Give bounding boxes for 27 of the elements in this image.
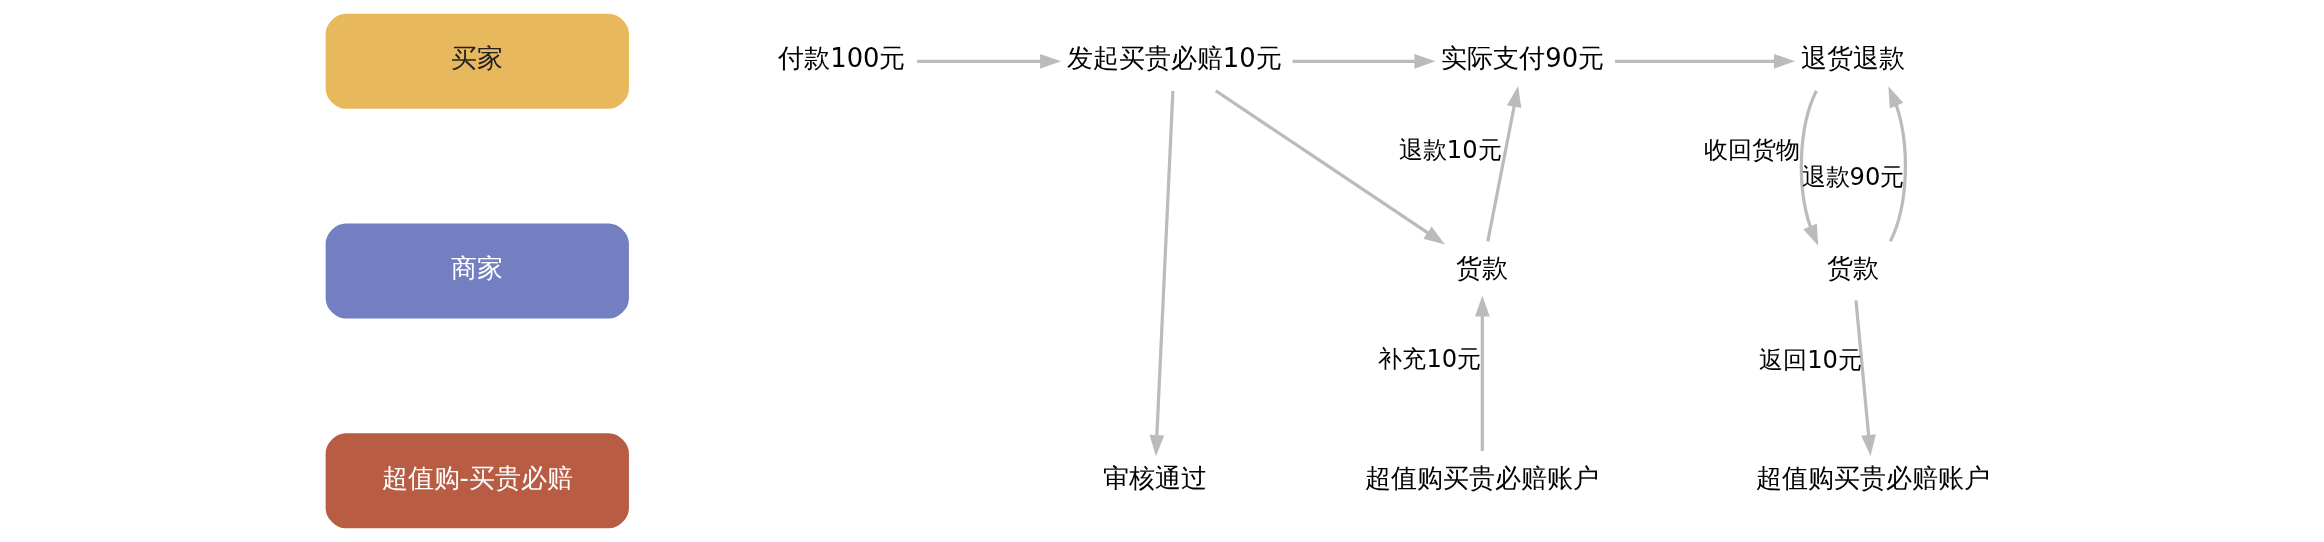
arrow bbox=[1799, 90, 1818, 246]
node-text: 退货退款 bbox=[1800, 43, 1905, 74]
arrow bbox=[1149, 90, 1174, 457]
node-text: 实际支付90元 bbox=[1440, 43, 1604, 74]
node-text: 货款 bbox=[1455, 253, 1508, 284]
arrow bbox=[1887, 86, 1907, 242]
node-text: 发起买贵必赔10元 bbox=[1066, 43, 1282, 74]
node-text: 付款100元 bbox=[777, 43, 905, 74]
node-text: 超值购买贵必赔账户 bbox=[1755, 462, 1990, 493]
edge-label: 收回货物 bbox=[1703, 135, 1800, 164]
edge-label: 退款90元 bbox=[1801, 163, 1904, 192]
node-box: 商家 bbox=[325, 223, 629, 319]
edge-label: 退款10元 bbox=[1398, 135, 1502, 164]
arrow bbox=[1853, 300, 1876, 456]
node-text: 审核通过 bbox=[1102, 462, 1207, 493]
arrow bbox=[1485, 85, 1521, 242]
arrow bbox=[1292, 53, 1435, 69]
arrow bbox=[916, 53, 1061, 69]
arrow bbox=[1214, 89, 1445, 245]
edge-label: 补充10元 bbox=[1378, 345, 1481, 374]
edge-label: 返回10元 bbox=[1758, 346, 1862, 375]
arrow bbox=[1474, 295, 1490, 452]
node-text: 货款 bbox=[1826, 253, 1879, 284]
node-text: 超值购买贵必赔账户 bbox=[1364, 462, 1599, 493]
node-box: 买家 bbox=[325, 13, 629, 109]
arrow bbox=[1614, 53, 1795, 69]
node-box: 超值购-买贵必赔 bbox=[325, 433, 629, 529]
